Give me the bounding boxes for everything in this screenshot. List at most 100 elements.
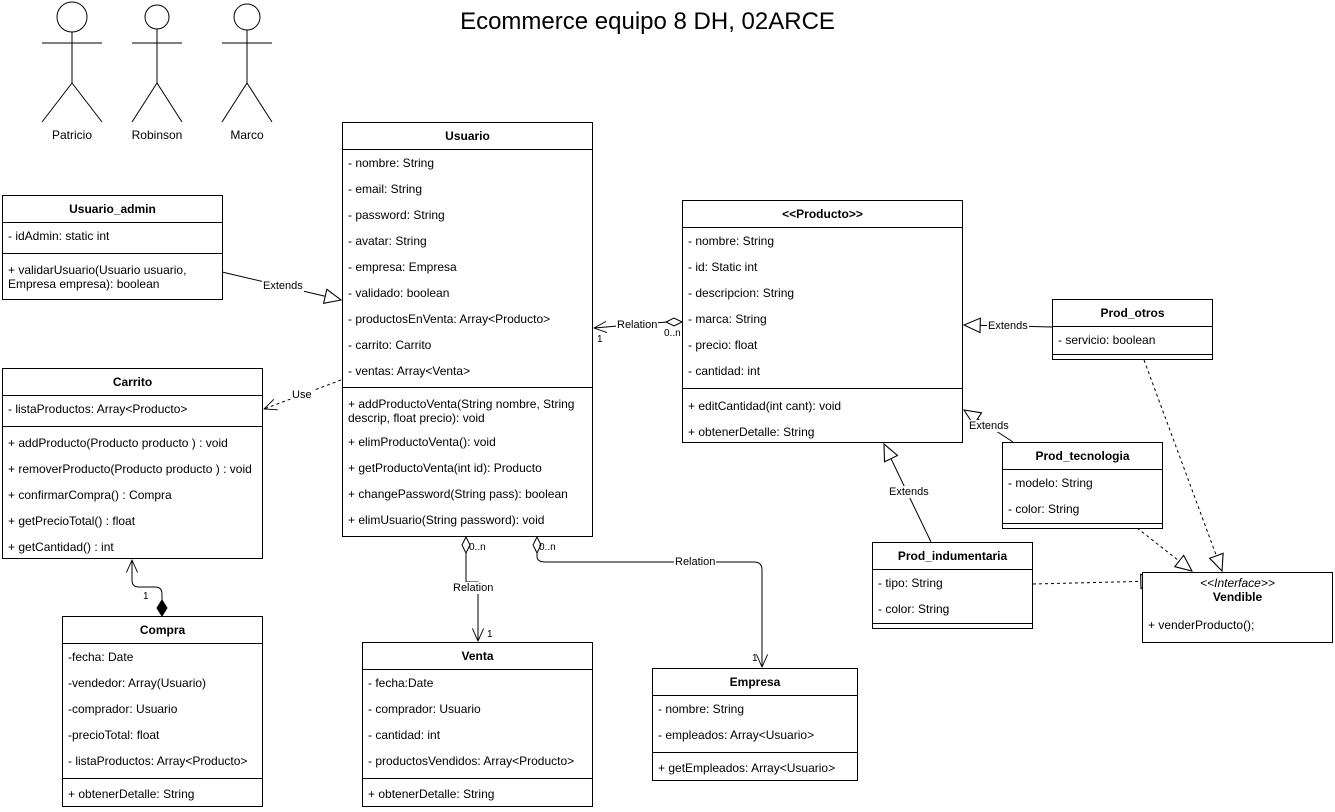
class-name: Prod_tecnologia (1003, 443, 1162, 470)
attributes-section: - idAdmin: static int (3, 223, 222, 254)
edge-tecnologia-realizes-vendible (1136, 527, 1192, 571)
attribute: - idAdmin: static int (8, 229, 110, 243)
attribute: - tipo: String (878, 576, 943, 590)
actor-figure-robinson (131, 4, 183, 123)
class-usuario[interactable]: Usuario - nombre: String - email: String… (342, 122, 593, 537)
method: + removerProducto(Producto producto ) : … (8, 462, 252, 476)
attribute: - cantidad: int (688, 364, 761, 378)
class-name: Compra (63, 617, 262, 644)
attribute: - cantidad: int (368, 728, 441, 742)
methods-section: + validarUsuario(Usuario usuario, Empres… (3, 254, 222, 292)
attribute: - id: Static int (688, 260, 758, 274)
class-producto[interactable]: <<Producto>> - nombre: String - id: Stat… (682, 200, 963, 443)
attribute: -fecha: Date (68, 650, 134, 664)
method: + editCantidad(int cant): void (688, 399, 842, 413)
class-prod-indumentaria[interactable]: Prod_indumentaria - tipo: String - color… (872, 542, 1033, 629)
edge-label-relation: Relation (616, 319, 659, 331)
edge-label-extends: Extends (262, 280, 304, 292)
class-usuario-admin[interactable]: Usuario_admin - idAdmin: static int + va… (2, 195, 223, 300)
class-prod-otros[interactable]: Prod_otros - servicio: boolean (1052, 299, 1213, 360)
attributes-section: - nombre: String - id: Static int - desc… (683, 228, 962, 389)
attribute: - color: String (1008, 502, 1080, 516)
attribute: - ventas: Array<Venta> (348, 364, 471, 378)
attribute: - modelo: String (1008, 476, 1093, 490)
multiplicity: 0..n (664, 328, 681, 339)
class-name: Carrito (3, 369, 262, 396)
actor-figure-patricio (41, 1, 103, 123)
methods-section: + obtenerDetalle: String (63, 779, 262, 806)
interface-vendible[interactable]: <<Interface>> Vendible + venderProducto(… (1142, 572, 1333, 643)
edge-label-extends: Extends (968, 420, 1010, 432)
multiplicity: 0..n (539, 542, 556, 553)
actor-label-marco: Marco (230, 128, 264, 142)
class-venta[interactable]: Venta - fecha:Date - comprador: Usuario … (362, 642, 593, 807)
methods-section: + venderProducto(); (1143, 607, 1332, 643)
attribute: - precio: float (688, 338, 758, 352)
class-name: Usuario (343, 123, 592, 150)
interface-header: <<Interface>> Vendible (1143, 573, 1332, 607)
class-compra[interactable]: Compra -fecha: Date -vendedor: Array(Usu… (62, 616, 263, 807)
edge-label-relation: Relation (674, 556, 717, 568)
method: + obtenerDetalle: String (368, 787, 495, 801)
multiplicity: 1 (752, 653, 758, 664)
attributes-section: - fecha:Date - comprador: Usuario - cant… (363, 670, 592, 779)
method: + getCantidad() : int (8, 540, 114, 554)
class-name: Venta (363, 643, 592, 670)
methods-section: + addProductoVenta(String nombre, String… (343, 388, 592, 533)
multiplicity: 1 (143, 591, 149, 602)
attribute: - nombre: String (658, 702, 745, 716)
attribute: - marca: String (688, 312, 767, 326)
attribute: - nombre: String (348, 156, 435, 170)
class-name: Prod_otros (1053, 300, 1212, 327)
attribute: - listaProductos: Array<Producto> (68, 754, 248, 768)
attribute: - email: String (348, 182, 423, 196)
actor-figure-marco (221, 3, 273, 123)
actor-label-robinson: Robinson (131, 128, 183, 142)
class-carrito[interactable]: Carrito - listaProductos: Array<Producto… (2, 368, 263, 559)
attribute: - listaProductos: Array<Producto> (8, 402, 188, 416)
methods-section: + getEmpleados: Array<Usuario> (653, 753, 857, 780)
attributes-section: -fecha: Date -vendedor: Array(Usuario) -… (63, 644, 262, 779)
attributes-section: - tipo: String - color: String (873, 570, 1032, 624)
attribute: -precioTotal: float (68, 728, 160, 742)
attribute: - empresa: Empresa (348, 260, 457, 274)
attribute: - productosVendidos: Array<Producto> (368, 754, 575, 768)
multiplicity: 1 (487, 629, 493, 640)
methods-section: + addProducto(Producto producto ) : void… (3, 427, 262, 560)
method: + elimProductoVenta(): void (348, 435, 496, 449)
edge-label-relation: Relation (452, 582, 495, 594)
attribute: -comprador: Usuario (68, 702, 178, 716)
methods-section (1053, 355, 1212, 359)
method: + obtenerDetalle: String (68, 787, 195, 801)
method: + venderProducto(); (1148, 618, 1255, 632)
attributes-section: - listaProductos: Array<Producto> (3, 396, 262, 427)
attribute: - comprador: Usuario (368, 702, 481, 716)
multiplicity: 1 (597, 334, 603, 345)
attribute: - validado: boolean (348, 286, 450, 300)
edge-label-extends: Extends (888, 486, 930, 498)
attributes-section: - modelo: String - color: String (1003, 470, 1162, 524)
edge-usuario-use-carrito (264, 379, 342, 409)
attributes-section: - servicio: boolean (1053, 327, 1212, 355)
methods-section (1003, 524, 1162, 528)
class-empresa[interactable]: Empresa - nombre: String - empleados: Ar… (652, 668, 858, 781)
class-name: Prod_indumentaria (873, 543, 1032, 570)
edge-otros-realizes-vendible (1143, 359, 1222, 571)
attribute: - color: String (878, 602, 950, 616)
method: + elimUsuario(String password): void (348, 513, 545, 527)
attribute: - productosEnVenta: Array<Producto> (348, 312, 551, 326)
attributes-section: - nombre: String - empleados: Array<Usua… (653, 696, 857, 753)
class-name: <<Producto>> (683, 201, 962, 228)
attribute: - empleados: Array<Usuario> (658, 728, 815, 742)
method: + obtenerDetalle: String (688, 425, 815, 439)
method: + getPrecioTotal() : float (8, 514, 136, 528)
attribute: - password: String (348, 208, 445, 222)
class-prod-tecnologia[interactable]: Prod_tecnologia - modelo: String - color… (1002, 442, 1163, 529)
attribute: - carrito: Carrito (348, 338, 432, 352)
method: + changePassword(String pass): boolean (348, 487, 568, 501)
methods-section (873, 624, 1032, 628)
edge-usuario-empresa-relation (536, 553, 762, 667)
edge-label-use: Use (291, 389, 313, 401)
interface-stereotype: <<Interface>> (1200, 576, 1275, 590)
attribute: - nombre: String (688, 234, 775, 248)
